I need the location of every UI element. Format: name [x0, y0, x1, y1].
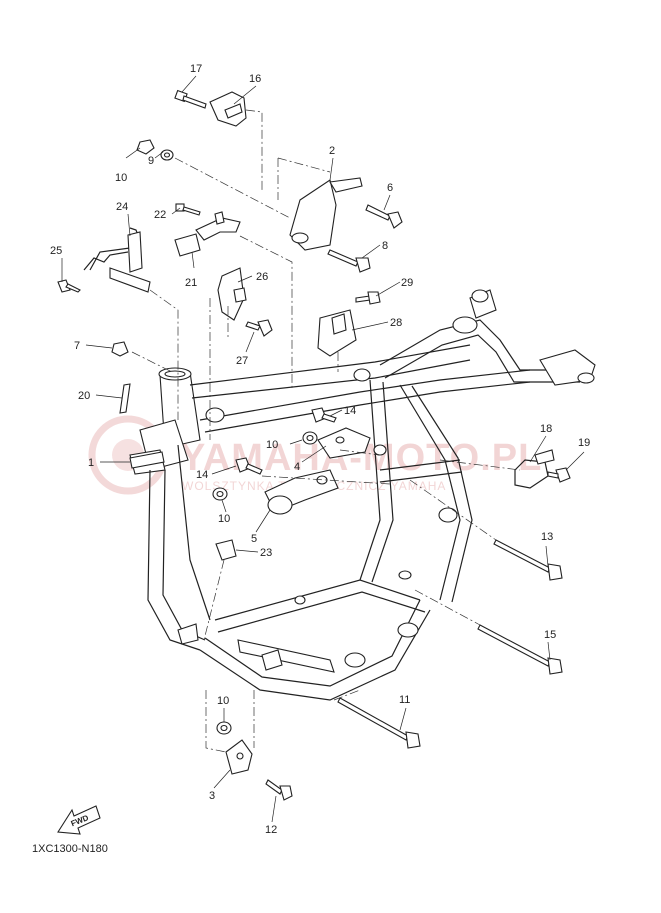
part-23-plate — [215, 539, 237, 561]
part-16-bracket — [209, 91, 247, 127]
callout-1: 1 — [88, 457, 94, 469]
callout-27: 27 — [236, 355, 248, 367]
callout-25: 25 — [50, 245, 62, 257]
part-19-bolt — [547, 467, 571, 483]
part-25-bolt — [57, 279, 81, 293]
callout-10-bottom: 10 — [217, 695, 229, 707]
callout-13: 13 — [541, 531, 553, 543]
callout-4: 4 — [294, 461, 300, 473]
callout-labels: 17 16 10 9 2 6 8 22 21 24 25 26 27 29 28… — [50, 63, 590, 836]
callout-17: 17 — [190, 63, 202, 75]
diagram-code: 1XC1300-N180 — [32, 843, 108, 855]
callout-2: 2 — [329, 145, 335, 157]
callout-23: 23 — [260, 547, 272, 559]
part-10-washer-low — [212, 487, 228, 501]
part-28-bracket — [317, 309, 357, 357]
callout-3: 3 — [209, 790, 215, 802]
callout-18: 18 — [540, 423, 552, 435]
parts — [57, 89, 571, 801]
part-4-bracket — [317, 427, 371, 459]
callout-29: 29 — [401, 277, 413, 289]
callout-6: 6 — [387, 182, 393, 194]
part-11-bolt — [337, 697, 421, 749]
callout-19: 19 — [578, 437, 590, 449]
callout-9: 9 — [148, 155, 154, 167]
part-20-rod — [119, 383, 131, 414]
part-22-bolt — [175, 203, 201, 216]
callout-20: 20 — [78, 390, 90, 402]
part-9-washer-top — [160, 149, 174, 161]
part-21-holder — [174, 211, 241, 257]
part-10-nut-top — [136, 139, 155, 155]
callout-5: 5 — [251, 533, 257, 545]
part-14-bolt-upper — [311, 407, 337, 423]
callout-26: 26 — [256, 271, 268, 283]
part-24-clamp — [83, 227, 151, 293]
callout-10-low: 10 — [218, 513, 230, 525]
callout-24: 24 — [116, 201, 128, 213]
part-14-bolt-lower — [235, 457, 263, 475]
part-27-bolt — [245, 319, 273, 337]
part-17-bolt — [174, 89, 207, 109]
part-8-bolt — [327, 249, 371, 273]
callout-10-mid: 10 — [266, 439, 278, 451]
leader-lines — [61, 75, 585, 823]
callout-7: 7 — [74, 340, 80, 352]
part-29-bolt — [355, 291, 381, 305]
callout-14-upper: 14 — [344, 405, 356, 417]
callout-16: 16 — [249, 73, 261, 85]
part-26-bracket — [217, 267, 247, 321]
callout-28: 28 — [390, 317, 402, 329]
part-3-bracket — [225, 739, 253, 775]
part-13-bolt — [493, 539, 563, 581]
part-15-bolt — [477, 624, 563, 675]
part-12-bolt — [265, 779, 293, 801]
fwd-arrow-icon: FWD — [57, 805, 101, 835]
main-frame — [129, 289, 596, 701]
part-6-bolt — [365, 204, 403, 229]
callout-14-lower: 14 — [196, 469, 208, 481]
part-2-bracket — [289, 177, 363, 251]
alignment-lines — [131, 109, 521, 753]
part-10-washer-bottom — [216, 721, 232, 735]
callout-21: 21 — [185, 277, 197, 289]
part-10-washer-mid — [302, 431, 318, 445]
callout-8: 8 — [382, 240, 388, 252]
callout-10-top: 10 — [115, 172, 127, 184]
callout-15: 15 — [544, 629, 556, 641]
callout-22: 22 — [154, 209, 166, 221]
callout-11: 11 — [399, 694, 410, 706]
part-5-bracket — [264, 469, 339, 515]
part-1-clamp — [129, 451, 165, 469]
part-7-nut — [111, 341, 129, 357]
callout-12: 12 — [265, 824, 277, 836]
